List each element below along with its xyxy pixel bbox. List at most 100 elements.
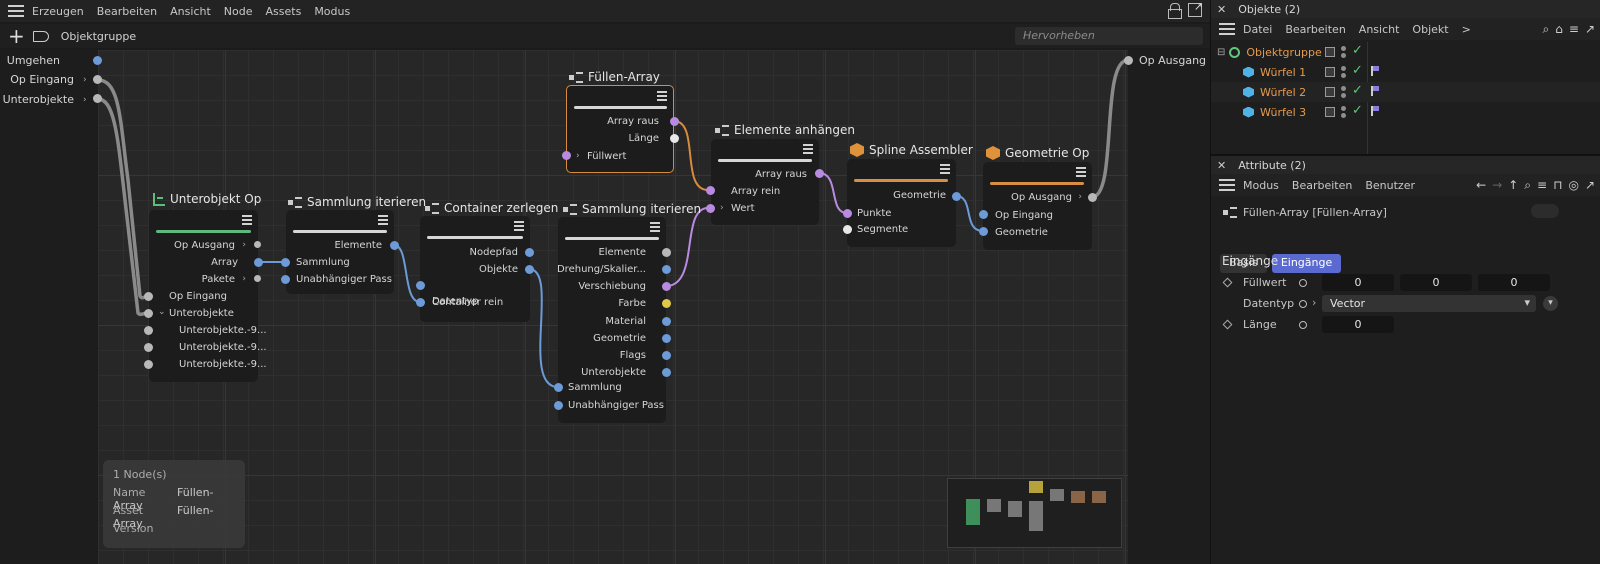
object-row[interactable]: Würfel 3 ✓: [1211, 102, 1600, 122]
node-menu-icon[interactable]: [803, 144, 813, 154]
search-icon[interactable]: ⌕: [1542, 21, 1550, 36]
enabled-check-icon[interactable]: ✓: [1352, 43, 1363, 58]
node-unterobjekt-op[interactable]: Op Ausgang › Array Pakete › Op Eingang ⌄…: [149, 210, 267, 382]
port-dot[interactable]: [662, 265, 671, 274]
port-ring-icon[interactable]: [1299, 279, 1307, 287]
output-port-op-ausgang-dot[interactable]: [1124, 56, 1133, 65]
object-row[interactable]: ⊟ Objektgruppe ✓: [1211, 42, 1600, 62]
objects-menu-bearbeiten[interactable]: Bearbeiten: [1285, 22, 1346, 36]
object-name[interactable]: Würfel 2: [1260, 85, 1307, 99]
node-title-unterobjekt-op[interactable]: Unterobjekt Op: [153, 192, 261, 206]
input-port-umgehen-dot[interactable]: [93, 56, 102, 65]
attr-menu-modus[interactable]: Modus: [1243, 178, 1279, 192]
node-title-elemente-anhaengen[interactable]: Elemente anhängen: [715, 123, 855, 137]
node-menu-icon[interactable]: [657, 91, 667, 101]
port-dot[interactable]: [662, 299, 671, 308]
port-dot[interactable]: [390, 241, 399, 250]
port-dot[interactable]: [144, 360, 153, 369]
object-row[interactable]: Würfel 2 ✓: [1211, 82, 1600, 102]
visibility-dots[interactable]: [1341, 66, 1346, 78]
tab-eingaenge[interactable]: Eingänge: [1271, 254, 1342, 273]
node-title-sammlung-iterieren-2[interactable]: Sammlung iterieren: [563, 202, 701, 216]
objects-menu-more[interactable]: >: [1461, 22, 1471, 36]
external-window-icon[interactable]: ↗: [1584, 177, 1595, 192]
port-dot[interactable]: [843, 225, 852, 234]
lock-icon[interactable]: ⊓: [1553, 177, 1563, 192]
edit-checkbox[interactable]: [1325, 47, 1335, 57]
node-title-spline-assembler[interactable]: Spline Assembler: [850, 143, 973, 157]
node-menu-icon[interactable]: [242, 215, 252, 225]
visibility-dots[interactable]: [1341, 106, 1346, 118]
attr-menu-bearbeiten[interactable]: Bearbeiten: [1291, 178, 1353, 192]
close-icon[interactable]: ✕: [1217, 2, 1227, 16]
port-dot[interactable]: [979, 210, 988, 219]
port-dot[interactable]: [144, 309, 153, 318]
port-dot[interactable]: [1088, 193, 1097, 202]
port-dot[interactable]: [706, 204, 715, 213]
port-dot[interactable]: [670, 134, 679, 143]
enabled-check-icon[interactable]: ✓: [1352, 103, 1363, 118]
menu-icon[interactable]: [1219, 23, 1235, 35]
node-sammlung-iterieren-1[interactable]: Elemente Sammlung Unabhängiger Pass: [286, 210, 394, 294]
node-menu-icon[interactable]: [378, 215, 388, 225]
minimap[interactable]: [947, 478, 1122, 548]
object-row[interactable]: Würfel 1 ✓: [1211, 62, 1600, 82]
node-title-fuellen-array[interactable]: Füllen-Array: [569, 70, 660, 84]
port-dot[interactable]: [979, 227, 988, 236]
menu-erzeugen[interactable]: Erzeugen: [32, 4, 84, 18]
objects-menu-datei[interactable]: Datei: [1243, 22, 1273, 36]
node-fuellen-array[interactable]: Array raus Länge › Füllwert: [566, 85, 674, 173]
port-dot[interactable]: [662, 248, 671, 257]
port-dot[interactable]: [281, 275, 290, 284]
tag-icon[interactable]: [32, 30, 49, 42]
port-dot[interactable]: [670, 117, 679, 126]
port-dot[interactable]: [416, 298, 425, 307]
port-dot[interactable]: [144, 326, 153, 335]
port-dot[interactable]: [706, 186, 715, 195]
port-dot[interactable]: [554, 401, 563, 410]
enabled-check-icon[interactable]: ✓: [1352, 83, 1363, 98]
node-menu-icon[interactable]: [514, 221, 524, 231]
port-dot[interactable]: [416, 281, 425, 290]
input-port-op-eingang-dot[interactable]: [93, 75, 102, 84]
tag-flag-icon[interactable]: [1371, 106, 1380, 116]
add-icon[interactable]: +: [8, 24, 25, 48]
port-dot[interactable]: [254, 241, 261, 248]
external-window-icon[interactable]: ↗: [1584, 21, 1595, 36]
fuellwert-z-field[interactable]: 0: [1478, 274, 1550, 291]
input-port-unterobjekte-dot[interactable]: [93, 94, 102, 103]
port-dot[interactable]: [281, 258, 290, 267]
port-dot[interactable]: [254, 275, 261, 282]
visibility-dots[interactable]: [1341, 86, 1346, 98]
edit-checkbox[interactable]: [1325, 87, 1335, 97]
breadcrumb[interactable]: Objektgruppe: [60, 29, 137, 43]
node-menu-icon[interactable]: [650, 222, 660, 232]
edit-checkbox[interactable]: [1325, 107, 1335, 117]
arrow-left-icon[interactable]: ←: [1476, 177, 1487, 192]
search-icon[interactable]: ⌕: [1524, 177, 1532, 192]
port-ring-icon[interactable]: [1299, 300, 1307, 308]
menu-bearbeiten[interactable]: Bearbeiten: [96, 4, 158, 18]
arrow-right-icon[interactable]: →: [1492, 177, 1503, 192]
menu-icon[interactable]: [8, 5, 24, 17]
menu-ansicht[interactable]: Ansicht: [170, 4, 211, 18]
laenge-field[interactable]: 0: [1322, 316, 1394, 333]
port-dot[interactable]: [144, 343, 153, 352]
filter-icon[interactable]: ≡: [1537, 177, 1548, 192]
tab-basis[interactable]: Basis: [1220, 254, 1267, 273]
home-icon[interactable]: ⌂: [1555, 21, 1563, 36]
port-dot[interactable]: [562, 151, 571, 160]
filter-icon[interactable]: ≡: [1568, 21, 1579, 36]
menu-icon[interactable]: [1219, 179, 1235, 191]
chevron-right-icon[interactable]: ›: [1312, 296, 1317, 309]
arrow-up-icon[interactable]: ↑: [1508, 177, 1519, 192]
node-menu-icon[interactable]: [1076, 167, 1086, 177]
port-dot[interactable]: [662, 282, 671, 291]
node-title-sammlung-iterieren-1[interactable]: Sammlung iterieren: [288, 195, 426, 209]
tag-flag-icon[interactable]: [1371, 66, 1380, 76]
port-dot[interactable]: [662, 317, 671, 326]
node-elemente-anhaengen[interactable]: Array raus Array rein › Wert: [711, 139, 819, 225]
port-dot[interactable]: [662, 351, 671, 360]
port-dot[interactable]: [952, 192, 961, 201]
visibility-dots[interactable]: [1341, 46, 1346, 58]
